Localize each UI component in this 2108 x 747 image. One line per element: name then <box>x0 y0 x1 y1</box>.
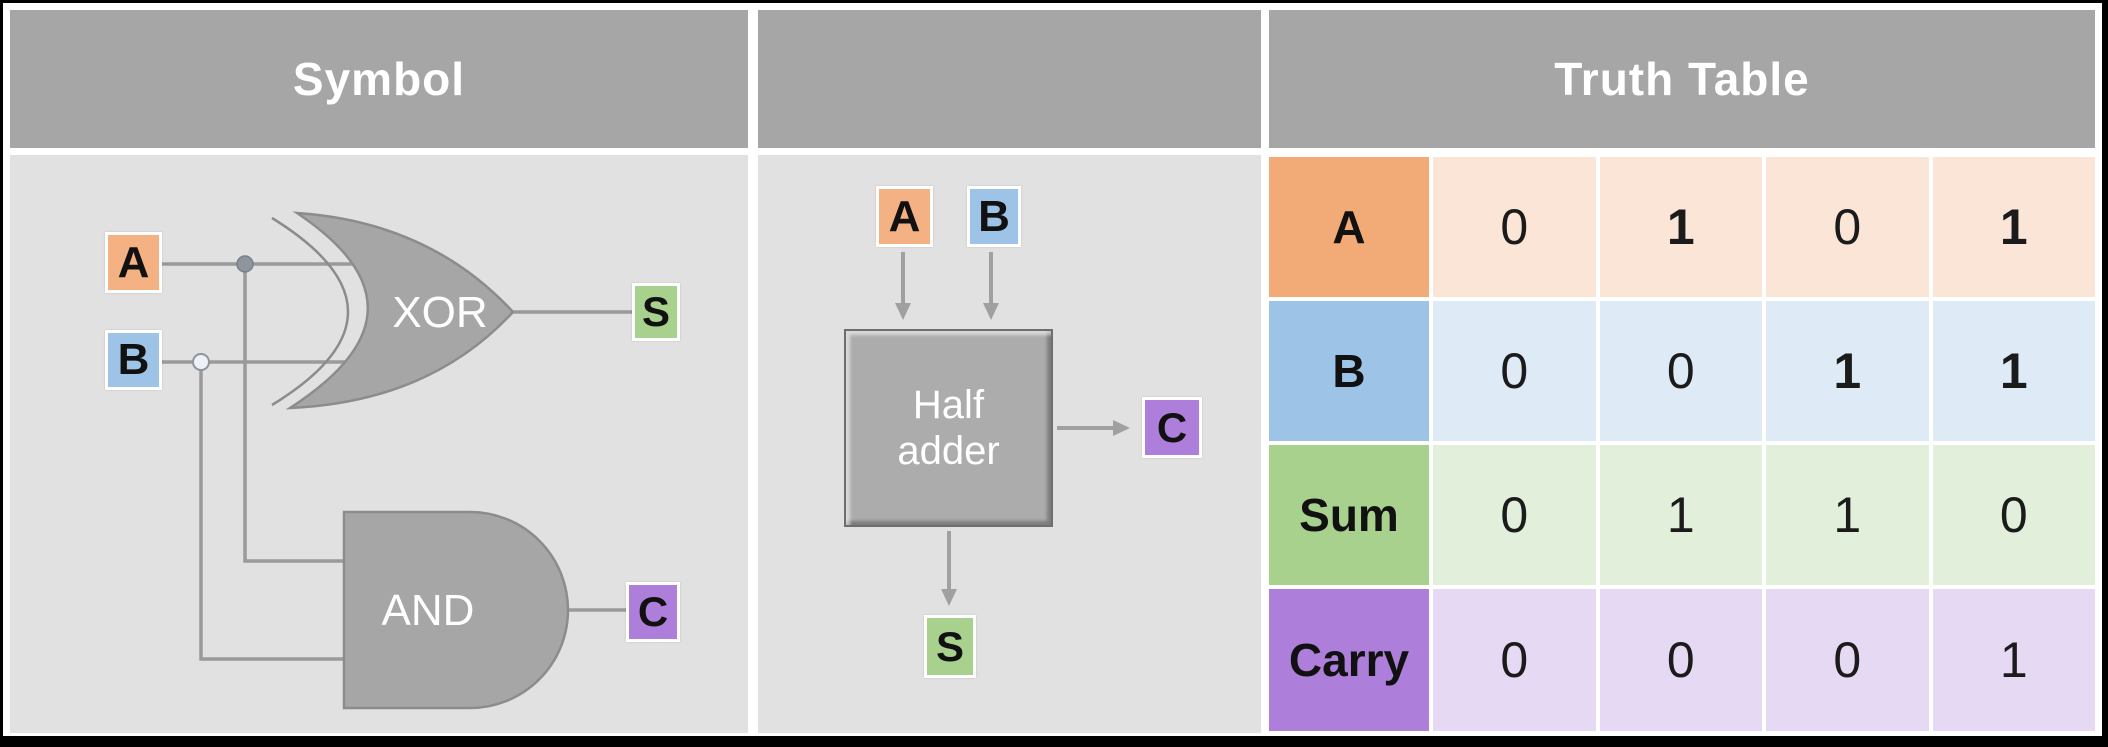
symbol-input-b-label: B <box>117 335 150 384</box>
symbol-panel-body: XOR AND A B S C <box>10 155 748 733</box>
slide-border-bottom <box>0 736 2108 747</box>
xor-gate-shape <box>285 211 515 410</box>
truth-table-header: Truth Table <box>1269 10 2095 148</box>
cell-sum-1: 0 <box>1433 445 1596 585</box>
slide-border-top <box>0 0 2108 3</box>
block-carry-output-label: C <box>1156 403 1188 451</box>
cell-b-4: 1 <box>1932 301 2095 441</box>
block-panel-body: A B Half adder C S <box>758 155 1261 733</box>
cell-sum-4: 0 <box>1932 445 2095 585</box>
block-sum-output-label: S <box>935 622 964 670</box>
cell-carry-1: 0 <box>1433 589 1596 731</box>
row-header-carry: Carry <box>1269 589 1429 731</box>
block-input-a-label: A <box>888 191 921 241</box>
symbol-sum-output-label: S <box>641 288 670 335</box>
table-row-a: A 0 1 0 1 <box>1269 157 2095 297</box>
row-header-b: B <box>1269 301 1429 441</box>
slide-border-right <box>2102 0 2108 747</box>
gate-circuit-drawing: XOR AND <box>162 211 632 710</box>
table-row-carry: Carry 0 0 0 1 <box>1269 589 2095 731</box>
cell-sum-3: 1 <box>1766 445 1929 585</box>
block-input-a-box: A <box>876 186 933 247</box>
cell-sum-2: 1 <box>1599 445 1762 585</box>
and-gate-shape <box>342 510 570 710</box>
half-adder-label: Half adder <box>897 383 1000 473</box>
symbol-input-a-box: A <box>105 232 162 293</box>
symbol-carry-output-label: C <box>637 588 669 635</box>
symbol-panel-title: Symbol <box>292 53 466 105</box>
symbol-sum-output-box: S <box>632 283 680 341</box>
junction-dot-a-icon <box>236 255 254 273</box>
cell-carry-3: 0 <box>1766 589 1929 731</box>
truth-table-title: Truth Table <box>1554 53 1810 105</box>
table-row-b: B 0 0 1 1 <box>1269 301 2095 441</box>
wire-a-branch-to-and <box>243 264 344 563</box>
table-row-sum: Sum 0 1 1 0 <box>1269 445 2095 585</box>
cell-a-3: 0 <box>1766 157 1929 297</box>
row-header-sum: Sum <box>1269 445 1429 585</box>
cell-a-2: 1 <box>1599 157 1762 297</box>
symbol-panel-header: Symbol <box>10 10 748 148</box>
junction-dot-b-icon <box>192 353 210 371</box>
block-arrows-drawing <box>895 252 1130 606</box>
block-input-b-label: B <box>978 191 1010 241</box>
xor-input-arc <box>271 216 350 407</box>
symbol-input-b-box: B <box>105 330 162 390</box>
and-gate-label: AND <box>382 586 475 635</box>
block-sum-output-box: S <box>924 615 976 678</box>
xor-gate-label: XOR <box>392 288 487 337</box>
arrow-a-head-icon <box>895 303 911 320</box>
block-panel-header <box>758 10 1261 148</box>
arrow-carry-head-icon <box>1113 420 1130 436</box>
wire-b-branch-to-and <box>199 362 344 661</box>
block-input-b-box: B <box>967 186 1021 247</box>
arrow-b-head-icon <box>983 303 999 320</box>
cell-carry-2: 0 <box>1599 589 1762 731</box>
symbol-carry-output-box: C <box>626 582 680 642</box>
block-carry-output-box: C <box>1142 397 1202 458</box>
slide-border-left <box>0 0 3 747</box>
cell-b-1: 0 <box>1433 301 1596 441</box>
cell-a-4: 1 <box>1932 157 2095 297</box>
arrow-sum-head-icon <box>941 589 957 606</box>
symbol-input-a-label: A <box>117 237 150 287</box>
cell-b-2: 0 <box>1599 301 1762 441</box>
row-header-a: A <box>1269 157 1429 297</box>
half-adder-block: Half adder <box>844 329 1053 527</box>
cell-b-3: 1 <box>1766 301 1929 441</box>
cell-a-1: 0 <box>1433 157 1596 297</box>
cell-carry-4: 1 <box>1932 589 2095 731</box>
